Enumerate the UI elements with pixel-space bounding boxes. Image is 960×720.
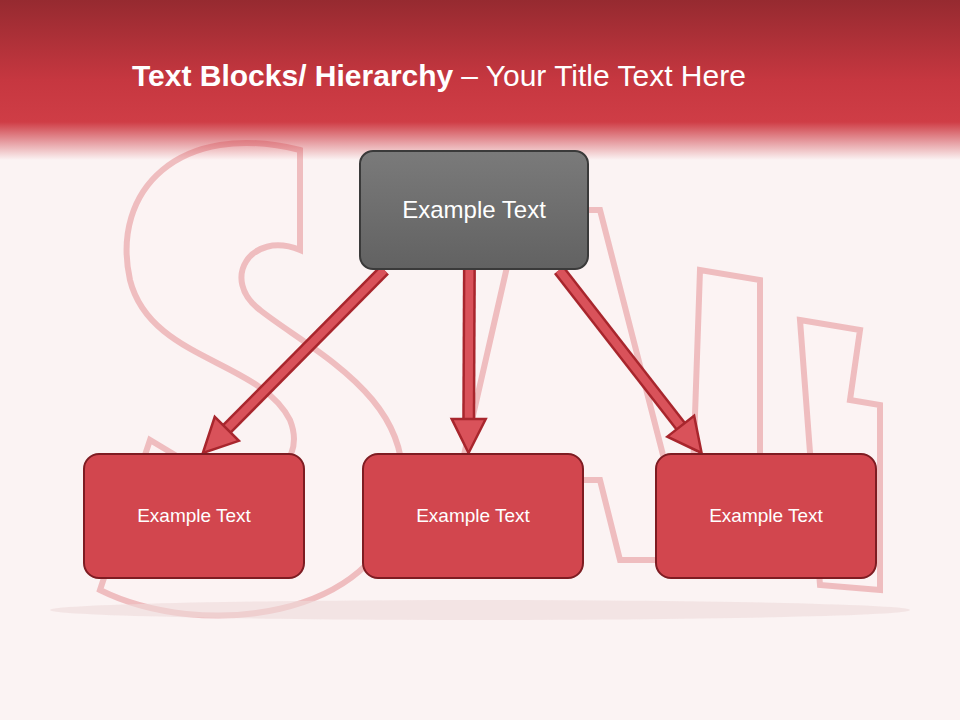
child-box: Example Text (655, 453, 877, 579)
arrow-shaft (227, 270, 384, 429)
text-stack: Example Text (709, 505, 823, 527)
arrow-shaft (559, 270, 681, 426)
arrow-connector (452, 270, 486, 453)
arrow-head (452, 419, 486, 453)
box-label: Example Text (416, 505, 530, 527)
title-bar: Text Blocks/ Hierarchy– Your Title Text … (132, 56, 746, 96)
arrow-head (667, 416, 701, 453)
top-box: Example Text (359, 150, 589, 270)
arrow-shaft-outline (559, 270, 681, 426)
text-stack: Example Text (137, 505, 251, 527)
arrow-head (203, 417, 239, 453)
title-text: Text Blocks/ Hierarchy (132, 59, 453, 92)
box-label: Example Text (709, 505, 823, 527)
arrow-connector (203, 270, 384, 453)
box-label: Example Text (137, 505, 251, 527)
child-box: Example Text (362, 453, 584, 579)
box-label: Example Text (402, 196, 546, 224)
title-subtext: – Your Title Text Here (461, 59, 746, 92)
shadow (50, 600, 910, 620)
text-stack: Example Text (402, 196, 546, 224)
arrow-shaft (465, 270, 474, 419)
arrow-shaft-outline (227, 270, 384, 429)
text-stack: Example Text (416, 505, 530, 527)
arrow-shaft-outline (462, 270, 476, 419)
arrow-connector (559, 270, 702, 453)
child-box: Example Text (83, 453, 305, 579)
